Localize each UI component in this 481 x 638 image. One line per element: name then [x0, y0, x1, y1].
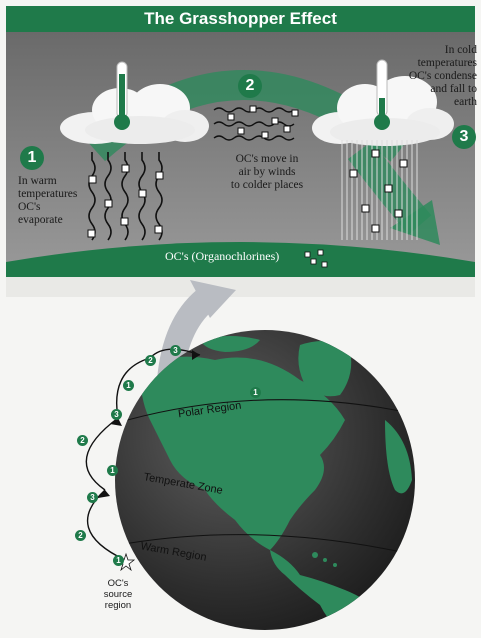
step-2-text: OC's move in air by winds to colder plac…	[212, 153, 322, 192]
hop-marker: 2	[145, 355, 156, 366]
ground-label: OC's (Organochlorines)	[165, 249, 280, 263]
text-line: OC's condense	[408, 70, 477, 82]
text-line: temperatures	[417, 57, 477, 69]
text-line: temperatures	[18, 188, 78, 200]
source-region-label: OC's source region	[98, 578, 138, 611]
diagram-title: The Grasshopper Effect	[6, 6, 475, 32]
text-line: In warm	[18, 175, 57, 187]
text-line: evaporate	[18, 214, 63, 226]
text-line: In cold	[444, 44, 477, 56]
hop-arrowhead	[192, 350, 200, 360]
oc-particles-rising	[87, 164, 164, 238]
hop-arrowhead	[98, 490, 110, 498]
hop-marker: 2	[77, 435, 88, 446]
cloud-icon	[60, 84, 209, 144]
hop-arrowhead	[110, 418, 122, 426]
ground-dome	[6, 242, 475, 277]
step-1-text: In warm temperatures OC's evaporate	[18, 175, 77, 227]
oc-particles-falling	[349, 149, 408, 233]
step-3-text: In cold temperatures OC's condense and f…	[395, 44, 477, 109]
text-line: to colder places	[230, 179, 304, 191]
text-line: OC's	[107, 578, 129, 589]
hop-marker: 1	[250, 387, 261, 398]
text-line: and fall to	[430, 83, 477, 95]
panel-divider	[6, 277, 475, 297]
text-line: earth	[454, 96, 477, 108]
rain-lines	[341, 140, 418, 240]
up-arrow-head	[190, 280, 236, 318]
step-2-badge: 2	[238, 74, 262, 98]
text-line: region	[104, 600, 132, 611]
step-3-badge: 3	[452, 125, 476, 149]
hop-marker: 1	[123, 380, 134, 391]
text-line: air by winds	[238, 166, 296, 178]
hop-marker: 3	[111, 409, 122, 420]
hop-marker: 1	[113, 555, 124, 566]
oc-legend-squares	[304, 249, 328, 268]
thermometer-icon	[374, 59, 390, 130]
hop-marker: 2	[75, 530, 86, 541]
step-1-badge: 1	[20, 146, 44, 170]
hop-marker: 3	[170, 345, 181, 356]
text-line: source	[103, 589, 133, 600]
hop-marker: 3	[87, 492, 98, 503]
text-line: OC's	[18, 201, 41, 213]
fall-arrow-head	[390, 200, 440, 245]
text-line: OC's move in	[235, 153, 299, 165]
oc-particles-wind	[227, 105, 299, 139]
thermometer-icon	[114, 61, 130, 130]
hop-marker: 1	[107, 465, 118, 476]
